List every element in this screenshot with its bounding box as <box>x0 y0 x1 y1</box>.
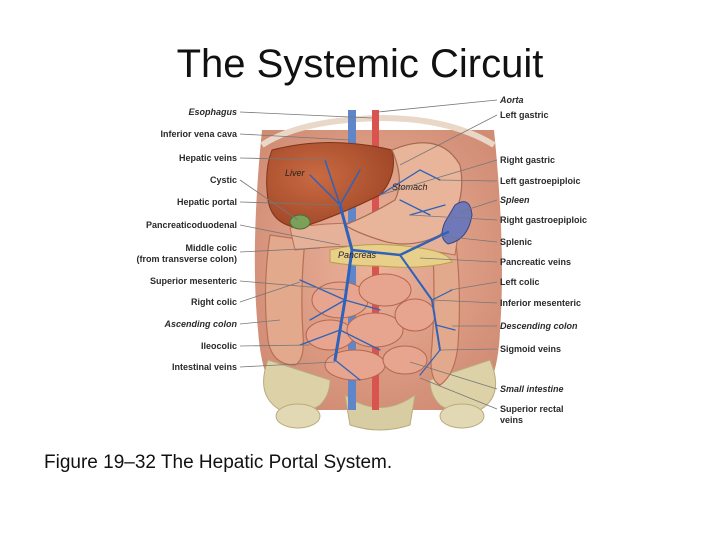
label-esophagus: Esophagus <box>188 107 237 117</box>
label-small-intestine: Small intestine <box>500 384 564 394</box>
label-superior-rectal-veins: veins <box>500 415 523 425</box>
label-right-colic: Right colic <box>191 297 237 307</box>
liver-label: Liver <box>285 168 306 178</box>
label-right-gastroepiploic: Right gastroepiploic <box>500 215 587 225</box>
pancreas-label: Pancreas <box>338 250 377 260</box>
label-spleen: Spleen <box>500 195 530 205</box>
label-right-gastric: Right gastric <box>500 155 555 165</box>
label-splenic: Splenic <box>500 237 532 247</box>
label-inferior-vena-cava: Inferior vena cava <box>160 129 238 139</box>
label-cystic: Cystic <box>210 175 237 185</box>
stomach-label: Stomach <box>392 182 428 192</box>
label-middle-colic-note: (from transverse colon) <box>136 254 237 264</box>
label-hepatic-veins: Hepatic veins <box>179 153 237 163</box>
label-superior-rectal: Superior rectal <box>500 404 564 414</box>
label-descending-colon: Descending colon <box>500 321 578 331</box>
label-middle-colic: Middle colic <box>185 243 237 253</box>
label-left-colic: Left colic <box>500 277 540 287</box>
label-pancreaticoduodenal: Pancreaticoduodenal <box>146 220 237 230</box>
label-hepatic-portal: Hepatic portal <box>177 197 237 207</box>
label-sigmoid-veins: Sigmoid veins <box>500 344 561 354</box>
label-left-gastroepiploic: Left gastroepiploic <box>500 176 581 186</box>
label-aorta: Aorta <box>499 95 524 105</box>
label-ascending-colon: Ascending colon <box>163 319 237 329</box>
label-intestinal-veins: Intestinal veins <box>172 362 237 372</box>
label-ileocolic: Ileocolic <box>201 341 237 351</box>
figure-caption: Figure 19–32 The Hepatic Portal System. <box>44 452 392 474</box>
gallbladder <box>290 215 310 229</box>
label-inferior-mesenteric: Inferior mesenteric <box>500 298 581 308</box>
label-left-gastric: Left gastric <box>500 110 549 120</box>
label-pancreatic-veins: Pancreatic veins <box>500 257 571 267</box>
label-superior-mesenteric: Superior mesenteric <box>150 276 237 286</box>
